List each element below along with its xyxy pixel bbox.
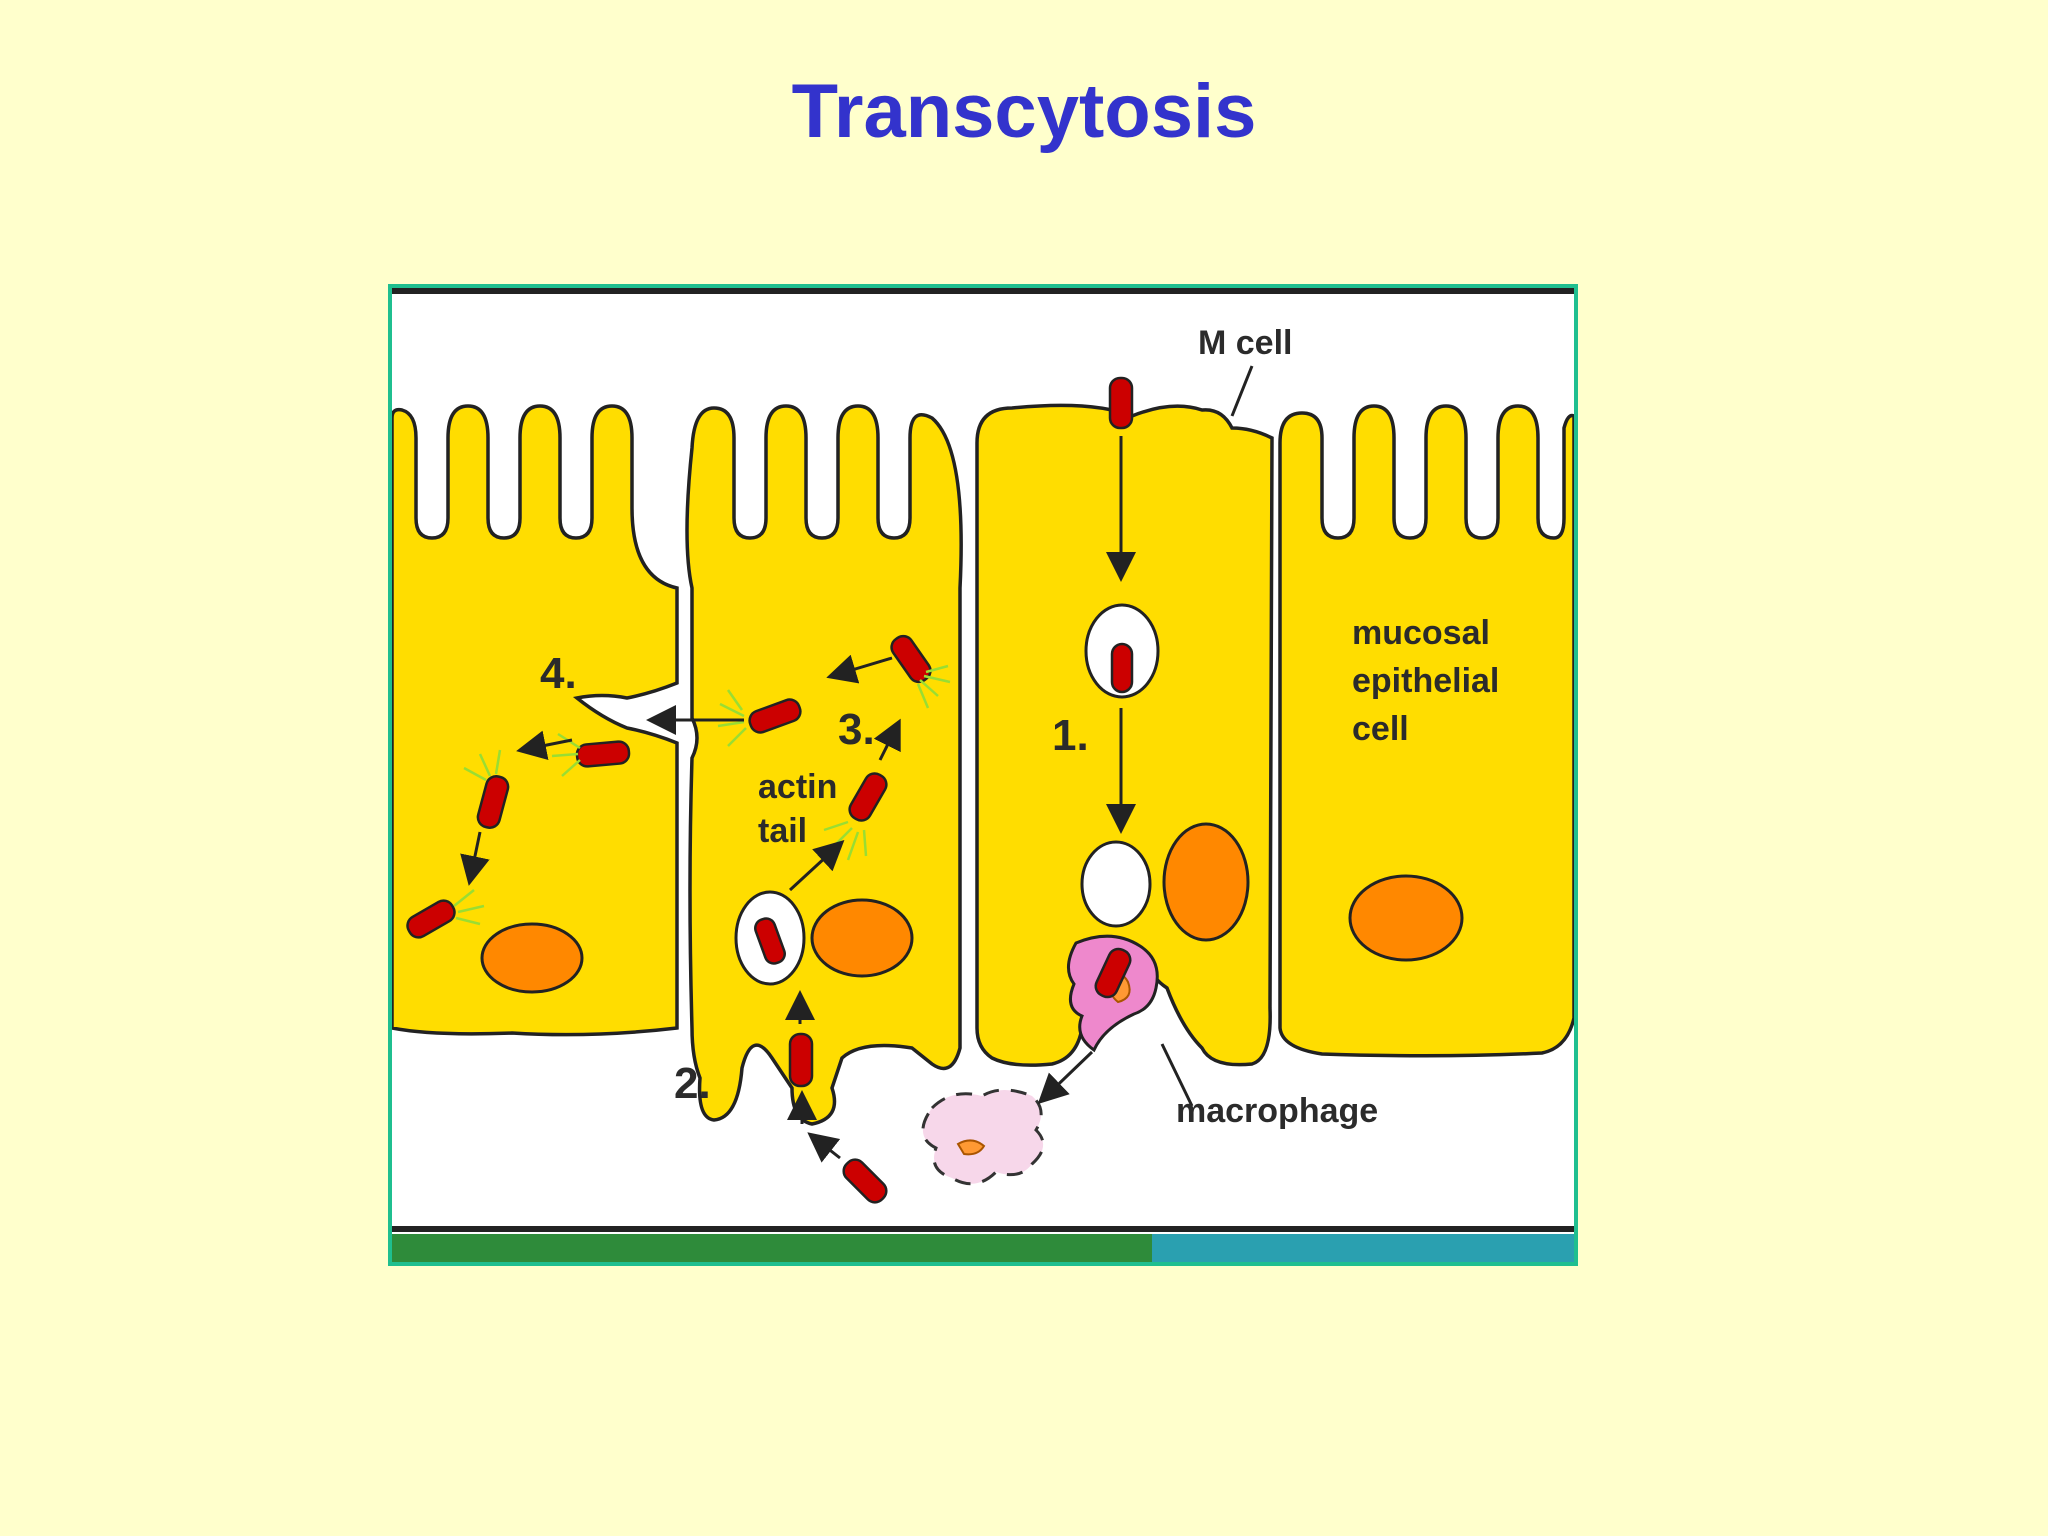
- step-1-label: 1.: [1052, 711, 1089, 760]
- bacterium-entry: [788, 1032, 814, 1088]
- top-rule: [392, 288, 1574, 294]
- bacterium-left-1: [476, 775, 510, 829]
- nucleus-left: [480, 922, 584, 994]
- bacterium-vesicle-middle: [754, 917, 786, 965]
- arrow-actin-left: [826, 654, 893, 684]
- step-4-label: 4.: [540, 649, 577, 698]
- arrow-to-dissolving: [1037, 1050, 1094, 1105]
- mucosal-label-line1: mucosal: [1352, 614, 1490, 652]
- nucleus-right: [1348, 874, 1464, 962]
- bacterium-left-2: [406, 899, 456, 939]
- bacterium-actin-1: [848, 772, 888, 822]
- macrophage-leader: [1160, 1043, 1194, 1107]
- bacterium-m-cell-top: [1108, 376, 1134, 430]
- epithelial-cell-right: [1278, 404, 1574, 1058]
- actin-label-line2: tail: [758, 812, 807, 850]
- bacterium-outside: [842, 1158, 888, 1204]
- step-2-label: 2.: [674, 1059, 711, 1108]
- arrow-vesicle-to-actin: [788, 839, 845, 892]
- bacterium-protrusion: [575, 740, 631, 768]
- step-3-label: 3.: [838, 705, 875, 754]
- bottom-strip-teal: [1152, 1234, 1574, 1262]
- bacterium-actin-3: [748, 698, 802, 734]
- bottom-strip-green: [392, 1234, 1152, 1262]
- arrows: [460, 436, 1136, 1163]
- bottom-rule: [392, 1226, 1574, 1232]
- bacteria: [406, 376, 1134, 1204]
- arrow-actin-up: [873, 718, 901, 761]
- arrow-left-down: [460, 831, 490, 886]
- dissolving-inclusion: [956, 1139, 986, 1156]
- nucleus-middle: [810, 898, 914, 978]
- actin-label-line1: actin: [758, 768, 837, 806]
- transcytosis-diagram: M cell mucosal epithelial cell actin tai…: [388, 284, 1578, 1266]
- vesicle-lower: [1080, 840, 1152, 928]
- bacterium-vesicle-upper: [1110, 642, 1134, 694]
- mucosal-label-line3: cell: [1352, 710, 1409, 748]
- epithelial-cell-middle: [685, 404, 963, 1126]
- actin-tails: [453, 664, 951, 926]
- macrophage-label: macrophage: [1176, 1092, 1378, 1130]
- m-cell-leader: [1230, 365, 1254, 417]
- dissolving-macrophage: [921, 1088, 1045, 1186]
- arrow-into-left-cell: [516, 730, 573, 761]
- bacterium-actin-2: [890, 634, 932, 684]
- mucosal-label-line2: epithelial: [1352, 662, 1499, 700]
- arrow-outside-to-entry: [807, 1132, 841, 1163]
- slide-title: Transcytosis: [791, 69, 1257, 154]
- bacterium-macrophage: [1094, 947, 1132, 999]
- nucleus-m-cell: [1162, 822, 1250, 942]
- diagram-canvas: M cell mucosal epithelial cell actin tai…: [392, 288, 1574, 1262]
- m-cell-label: M cell: [1198, 324, 1292, 362]
